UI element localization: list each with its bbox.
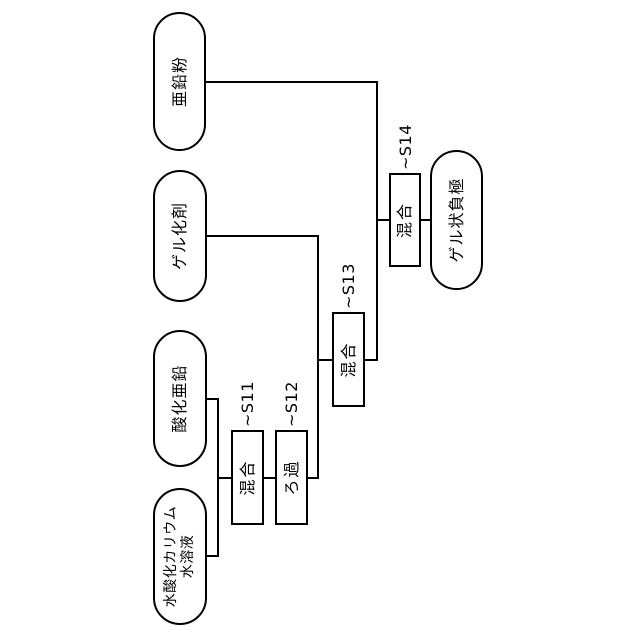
connector-zinc-drop bbox=[206, 81, 378, 83]
connector-s14-input bbox=[376, 219, 389, 221]
step-ref-s14: ~S14 bbox=[396, 124, 415, 170]
connector-s11-input bbox=[217, 477, 231, 479]
connector-s14-output bbox=[421, 219, 430, 221]
process-box-s12-filtration: ろ過 bbox=[275, 430, 308, 525]
step-ref-s12: ~S12 bbox=[282, 381, 301, 427]
process-box-s14-mixing: 混合 bbox=[389, 173, 421, 267]
terminal-gel-negative-electrode: ゲル状負極 bbox=[430, 150, 483, 290]
process-box-s13-mixing: 混合 bbox=[332, 312, 365, 407]
terminal-zinc-powder: 亜鉛粉 bbox=[153, 12, 206, 151]
process-box-s11-mixing: 混合 bbox=[231, 430, 264, 525]
connector-gelling-drop bbox=[206, 235, 319, 237]
terminal-zinc-oxide: 酸化亜鉛 bbox=[153, 330, 207, 467]
terminal-label: 水酸化カリウム 水溶液 bbox=[163, 506, 197, 608]
step-ref-s11: ~S11 bbox=[238, 381, 257, 427]
terminal-gelling-agent: ゲル化剤 bbox=[153, 170, 207, 302]
terminal-label-line2: 水溶液 bbox=[180, 534, 196, 579]
connector-junction-s14 bbox=[376, 81, 378, 361]
connector-s11-to-s12 bbox=[264, 477, 275, 479]
connector-junction-s13 bbox=[317, 235, 319, 479]
terminal-potassium-hydroxide-solution: 水酸化カリウム 水溶液 bbox=[153, 488, 207, 625]
step-ref-s13: ~S13 bbox=[339, 263, 358, 309]
terminal-label-line1: 水酸化カリウム bbox=[163, 505, 179, 608]
connector-s13-input bbox=[317, 359, 332, 361]
